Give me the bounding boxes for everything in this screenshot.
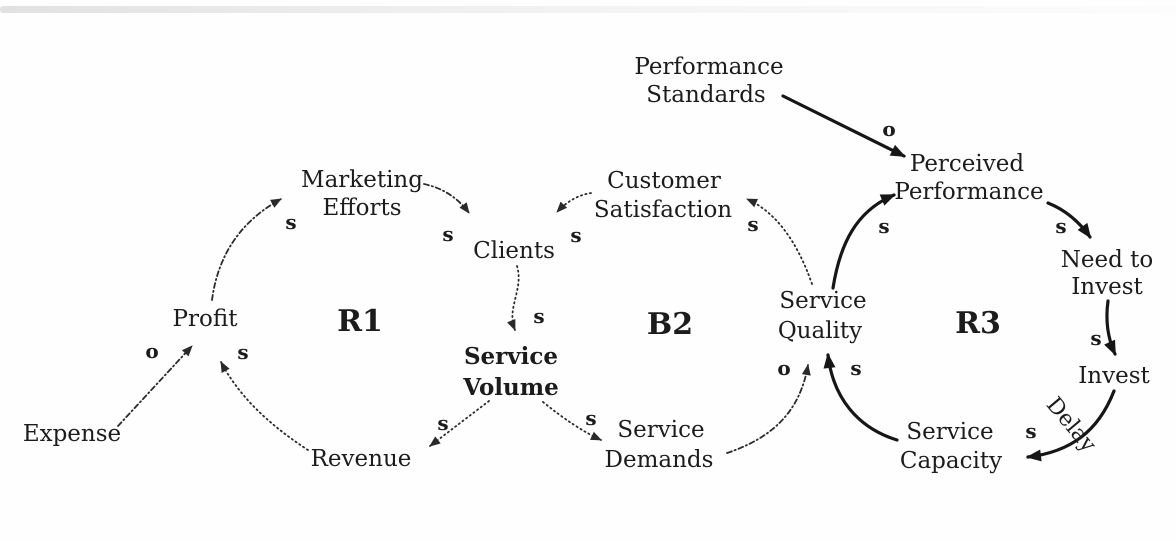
sign-invest-service-capacity: s <box>1025 419 1036 443</box>
node-service-quality-line2: Quality <box>778 318 862 344</box>
node-service-capacity-line1: Service <box>906 419 993 445</box>
node-performance-standards-line2: Standards <box>646 82 765 108</box>
node-service-demands-line1: Service <box>617 417 704 443</box>
sign-service-volume-service-demands: s <box>585 406 596 430</box>
sign-service-quality-customer-satisfaction: s <box>747 212 758 236</box>
link-need-to-invest-invest-arrow <box>1104 299 1117 356</box>
node-need-to-invest-line1: Need to <box>1061 247 1153 273</box>
sign-expense-profit: o <box>145 339 158 363</box>
node-customer-satisfaction-line1: Customer <box>607 168 721 194</box>
scan-artifact-band <box>0 6 1176 13</box>
node-marketing-efforts-line1: Marketing <box>301 167 423 193</box>
node-need-to-invest-line2: Invest <box>1071 274 1143 300</box>
node-revenue: Revenue <box>311 446 412 472</box>
sign-performance-standards-perceived-performance: o <box>882 117 895 141</box>
loop-label-r1: R1 <box>337 304 383 339</box>
link-revenue-profit-arrow <box>220 361 309 451</box>
link-invest-service-capacity-arrow <box>1026 389 1116 462</box>
sign-profit-marketing-efforts: s <box>285 210 296 234</box>
node-service-volume-line1: Service <box>464 343 558 370</box>
link-perceived-performance-need-to-invest-arrow <box>1046 201 1092 239</box>
node-profit: Profit <box>173 306 239 332</box>
sign-service-capacity-service-quality: s <box>850 356 861 380</box>
link-service-quality-customer-satisfaction-arrow <box>746 198 813 285</box>
link-service-quality-perceived-performance-arrow <box>831 193 896 290</box>
link-service-demands-service-quality-arrow <box>726 364 811 454</box>
node-marketing-efforts-line2: Efforts <box>322 195 401 221</box>
node-service-demands-line2: Demands <box>605 447 714 473</box>
link-profit-marketing-efforts-arrow <box>211 198 282 301</box>
link-expense-profit-arrow <box>117 345 193 427</box>
sign-clients-service-volume: s <box>533 304 544 328</box>
sign-service-quality-perceived-performance: s <box>878 214 889 238</box>
link-clients-service-volume-arrow <box>507 265 520 331</box>
node-clients: Clients <box>473 238 555 264</box>
link-service-volume-service-demands-arrow <box>542 401 602 441</box>
node-perceived-performance-line1: Perceived <box>910 151 1025 177</box>
node-performance-standards-line1: Performance <box>634 54 783 80</box>
node-customer-satisfaction-line2: Satisfaction <box>594 197 732 223</box>
link-performance-standards-perceived-performance-arrow <box>781 94 906 158</box>
sign-need-to-invest-invest: s <box>1090 326 1101 350</box>
node-service-capacity-line2: Capacity <box>900 448 1002 474</box>
node-perceived-performance-line2: Performance <box>894 179 1043 205</box>
link-marketing-efforts-clients-arrow <box>423 183 470 214</box>
loop-label-r3: R3 <box>955 306 1001 341</box>
sign-perceived-performance-need-to-invest: s <box>1055 214 1066 238</box>
node-expense: Expense <box>23 421 121 447</box>
sign-revenue-profit: s <box>237 340 248 364</box>
node-service-volume-line2: Volume <box>462 374 559 401</box>
node-service-quality-line1: Service <box>779 288 866 314</box>
sign-service-volume-revenue: s <box>437 411 448 435</box>
sign-customer-satisfaction-clients: s <box>570 223 581 247</box>
sign-service-demands-service-quality: o <box>777 356 790 380</box>
sign-marketing-efforts-clients: s <box>442 222 453 246</box>
link-service-capacity-service-quality-arrow <box>823 353 899 442</box>
node-invest: Invest <box>1078 363 1150 389</box>
loop-label-b2: B2 <box>647 307 693 342</box>
link-service-volume-revenue-arrow <box>429 400 490 447</box>
link-customer-satisfaction-clients-arrow <box>556 192 592 213</box>
